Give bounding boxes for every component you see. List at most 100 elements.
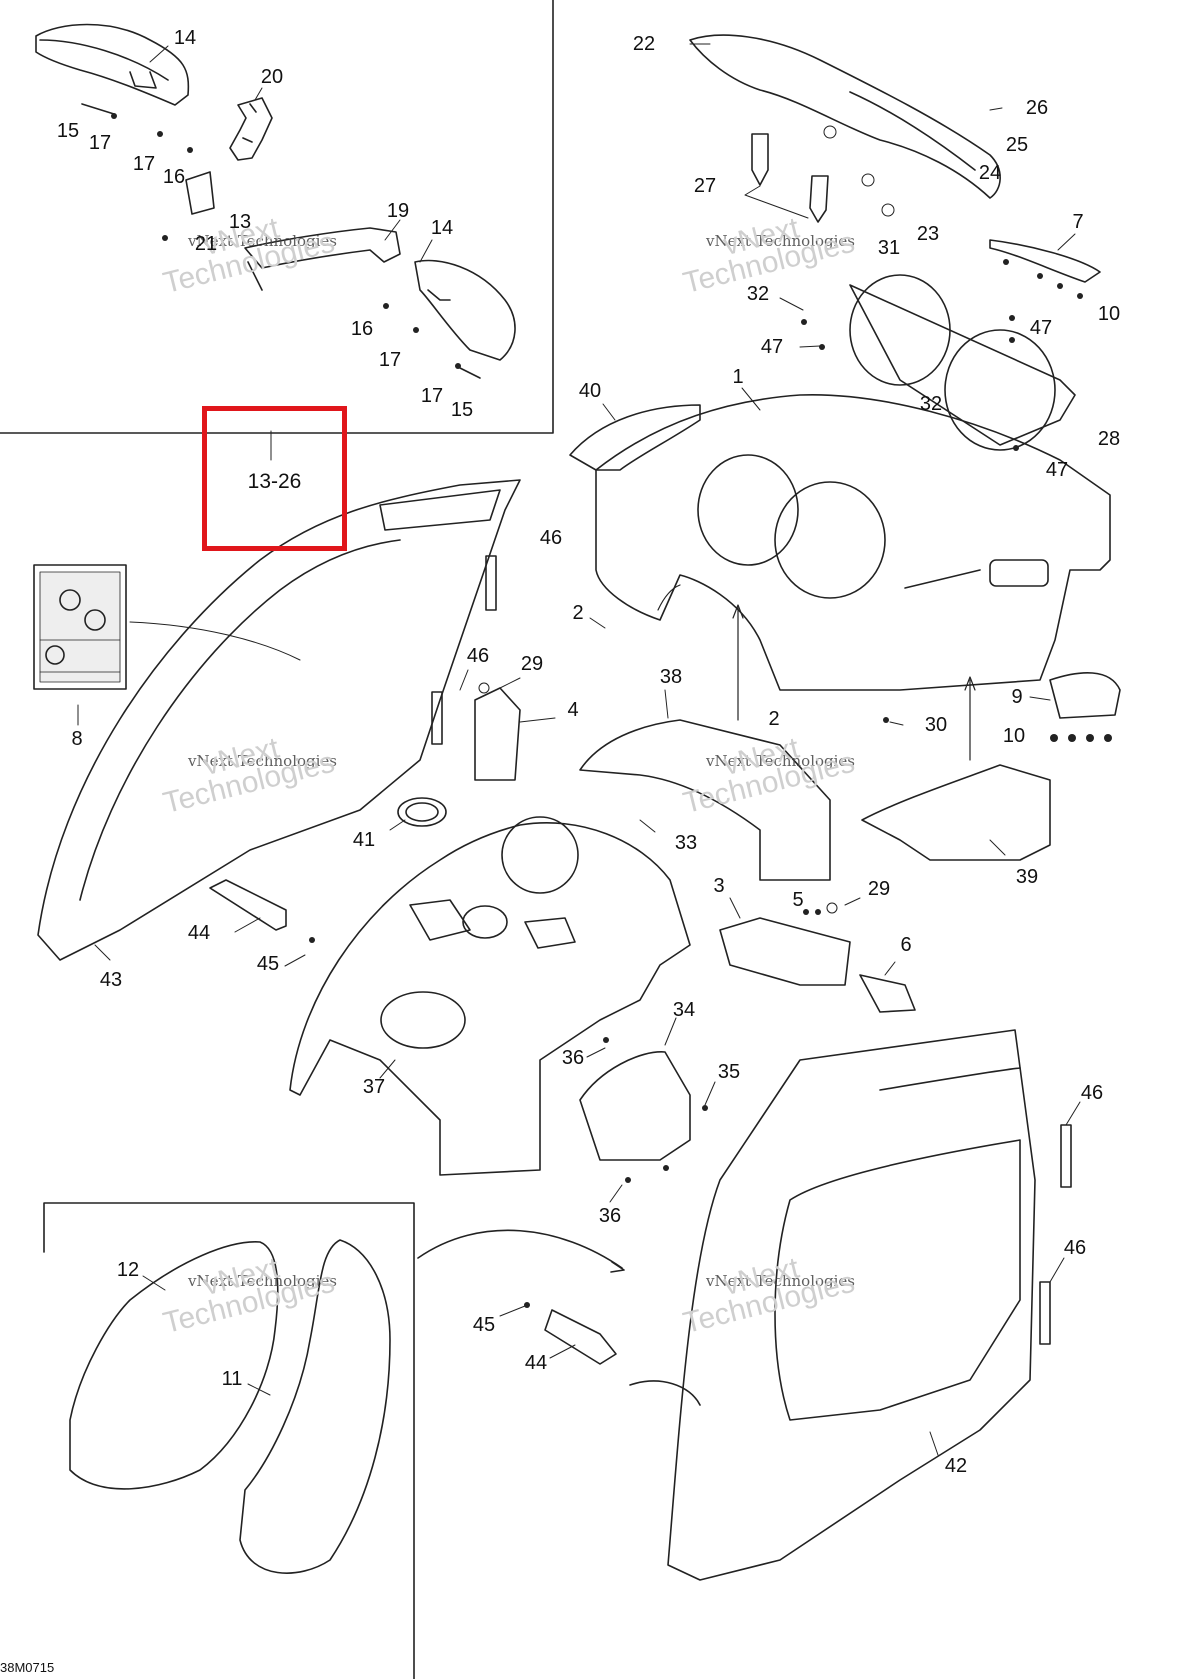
callout-37: 37 — [362, 1076, 386, 1098]
callout-16: 16 — [350, 318, 374, 340]
callout-12: 12 — [116, 1259, 140, 1281]
callout-42: 42 — [944, 1455, 968, 1477]
reference-label[interactable]: 13-26 — [247, 470, 302, 493]
callout-47: 47 — [1029, 317, 1053, 339]
callout-32: 32 — [746, 283, 770, 305]
handguard-part-14-right — [414, 259, 516, 361]
callout-29: 29 — [520, 653, 544, 675]
inset-arrow — [417, 1229, 623, 1269]
callout-29: 29 — [867, 878, 891, 900]
callout-46: 46 — [539, 527, 563, 549]
callout-6: 6 — [900, 934, 912, 956]
callout-36: 36 — [561, 1047, 585, 1069]
handle-part-44b — [544, 1309, 617, 1365]
strip-part-46a — [485, 555, 497, 611]
callout-23: 23 — [916, 223, 940, 245]
callout-11: 11 — [221, 1368, 243, 1390]
callout-27: 27 — [693, 175, 717, 197]
callout-45: 45 — [472, 1314, 496, 1336]
screw-15-left — [81, 103, 115, 115]
bracket-part-4 — [474, 687, 521, 781]
callout-26: 26 — [1025, 97, 1049, 119]
callout-34: 34 — [672, 999, 696, 1021]
callout-13: 13 — [228, 211, 252, 233]
callout-46: 46 — [466, 645, 490, 667]
callout-46: 46 — [1063, 1237, 1087, 1259]
callout-38: 38 — [659, 666, 683, 688]
callout-20: 20 — [260, 66, 284, 88]
callout-17: 17 — [420, 385, 444, 407]
handle-part-44a — [209, 879, 287, 931]
bracket-part-20 — [229, 97, 273, 161]
seat-part-39 — [861, 764, 1051, 861]
handguard-part-14-top — [35, 23, 190, 106]
callout-17: 17 — [378, 349, 402, 371]
callout-33: 33 — [674, 832, 698, 854]
callout-46: 46 — [1080, 1082, 1104, 1104]
callout-14: 14 — [173, 27, 197, 49]
label-leader-8 — [129, 621, 301, 661]
side-case-part-42 — [629, 1029, 1036, 1581]
reference-highlight-box[interactable] — [202, 406, 347, 551]
callout-22: 22 — [632, 33, 656, 55]
washers — [478, 125, 895, 914]
upper-body-part-1 — [595, 393, 1111, 691]
callout-43: 43 — [99, 969, 123, 991]
callout-24: 24 — [978, 162, 1002, 184]
callout-10: 10 — [1002, 725, 1026, 747]
callout-16: 16 — [162, 166, 186, 188]
callout-44: 44 — [524, 1352, 548, 1374]
callout-2: 2 — [572, 602, 584, 624]
callout-15: 15 — [56, 120, 80, 142]
clamp-part-13 — [185, 171, 215, 215]
cover-part-9 — [1049, 672, 1121, 719]
panel-part-34 — [579, 1051, 691, 1161]
callout-45: 45 — [256, 953, 280, 975]
callout-36: 36 — [598, 1205, 622, 1227]
strip-part-46c — [1060, 1124, 1072, 1188]
callout-3: 3 — [713, 875, 725, 897]
watermark-text: vNext Technologies — [706, 1272, 856, 1290]
ring-part-41 — [397, 797, 447, 827]
callout-44: 44 — [187, 922, 211, 944]
watermark-text: vNext Technologies — [706, 752, 856, 770]
callout-40: 40 — [578, 380, 602, 402]
callout-17: 17 — [132, 153, 156, 175]
callout-15: 15 — [450, 399, 474, 421]
callout-17: 17 — [88, 132, 112, 154]
callout-21: 21 — [194, 233, 218, 255]
watermark-text: vNext Technologies — [188, 752, 338, 770]
side-panel-part-43 — [37, 479, 521, 961]
callout-14: 14 — [430, 217, 454, 239]
center-console-part-37 — [289, 816, 691, 1176]
callout-47: 47 — [1045, 459, 1069, 481]
fasteners — [111, 113, 1112, 1308]
callout-9: 9 — [1011, 686, 1023, 708]
callout-30: 30 — [924, 714, 948, 736]
strip-part-46d — [1039, 1281, 1051, 1345]
label-part-8 — [33, 564, 127, 690]
callout-2: 2 — [768, 708, 780, 730]
strip-part-46b — [431, 691, 443, 745]
windshield-part-22 — [689, 34, 1001, 199]
leader-lines — [77, 43, 1081, 1456]
callout-28: 28 — [1097, 428, 1121, 450]
callout-39: 39 — [1015, 866, 1039, 888]
seat-part-38 — [579, 719, 831, 881]
callout-19: 19 — [386, 200, 410, 222]
callout-41: 41 — [352, 829, 376, 851]
trim-part-7 — [989, 239, 1101, 283]
watermark-text: vNext Technologies — [706, 232, 856, 250]
vent-knob-27a — [751, 133, 769, 186]
callout-5: 5 — [792, 889, 804, 911]
inset-frame-handguards — [0, 0, 554, 434]
vent-knob-27b — [809, 175, 829, 223]
panel-part-12 — [69, 1241, 279, 1490]
watermark-text: vNext Technologies — [188, 1272, 338, 1290]
bracket-part-6 — [859, 974, 916, 1013]
gauge-bezel-part-28 — [849, 274, 1076, 451]
callout-10: 10 — [1097, 303, 1121, 325]
callout-47: 47 — [760, 336, 784, 358]
callout-8: 8 — [71, 728, 83, 750]
